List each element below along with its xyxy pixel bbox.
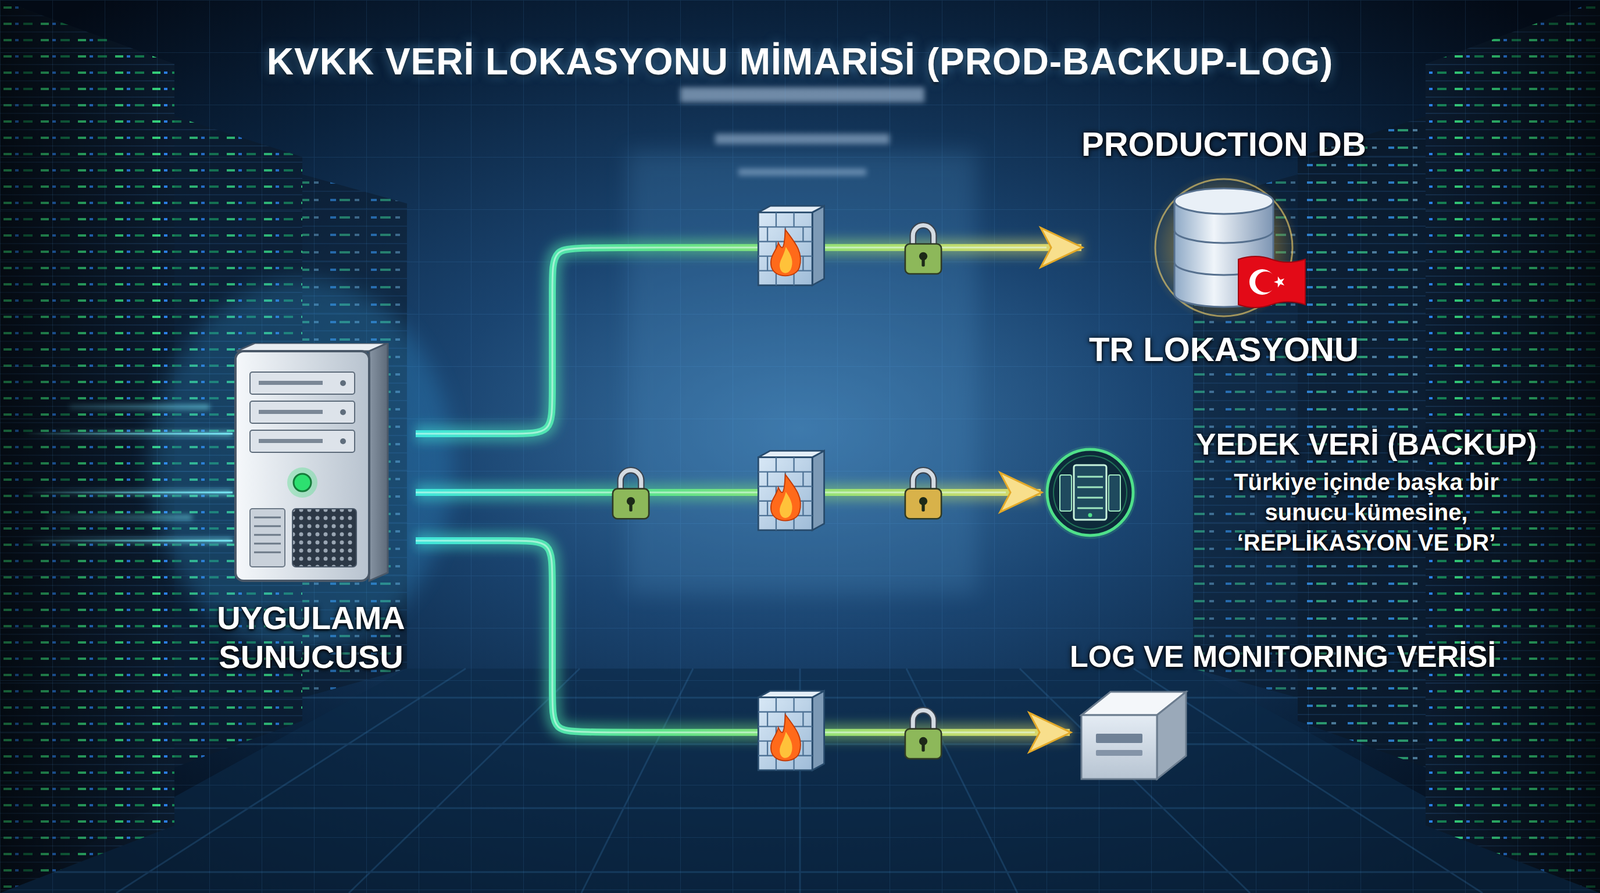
backup-cluster-icon-shape xyxy=(1043,445,1137,539)
connector-glow-layer xyxy=(415,247,1082,733)
backup-node: YEDEK VERİ (BACKUP)Türkiye içinde başka … xyxy=(1040,427,1570,558)
data-flow-arrow xyxy=(415,247,1082,434)
lock-icon xyxy=(905,470,942,520)
server-label: UYGULAMA SUNUCUSU xyxy=(206,598,416,677)
log-storage-icon xyxy=(1069,680,1192,785)
light-streaks xyxy=(23,406,233,541)
server-glow xyxy=(151,279,454,652)
lock-icon xyxy=(905,710,942,760)
connector-highlight-layer xyxy=(415,247,1047,733)
firewall-icon xyxy=(758,690,824,771)
node-description: Türkiye içinde başka bir sunucu kümesine… xyxy=(1203,466,1530,558)
connector-glow xyxy=(415,247,1082,434)
node-heading: LOG VE MONITORING VERİSİ xyxy=(1069,639,1496,675)
connector-glow xyxy=(415,483,1041,502)
node-heading: YEDEK VERİ (BACKUP) xyxy=(1195,427,1538,463)
connector-main-layer xyxy=(415,247,1082,733)
backup-cluster-icon xyxy=(1040,443,1140,542)
text-column: YEDEK VERİ (BACKUP)Türkiye içinde başka … xyxy=(1162,427,1570,558)
server-tower-icon-shape xyxy=(235,343,388,581)
data-flow-arrow xyxy=(415,540,1070,733)
firewall-icon xyxy=(758,450,824,531)
connector-glow xyxy=(415,540,1070,733)
log-storage-icon-shape xyxy=(1081,691,1187,780)
lock-icon xyxy=(612,470,649,520)
data-flow-arrow xyxy=(415,488,1041,496)
connector-highlight xyxy=(415,247,1047,434)
location-label: TR LOKASYONU xyxy=(1088,330,1359,370)
database-icon-shape xyxy=(1148,172,1306,324)
production-db-node: PRODUCTION DB TR LOKASYONU xyxy=(1081,125,1367,369)
light-streaks xyxy=(23,433,233,541)
lock-icon xyxy=(905,225,942,274)
node-heading: PRODUCTION DB xyxy=(1081,125,1367,164)
firewall-icon xyxy=(758,205,824,286)
connector-highlight xyxy=(415,540,1035,733)
diagram-title: KVKK VERİ LOKASYONU MİMARİSİ (PROD-BACKU… xyxy=(0,40,1600,84)
server-tower-icon xyxy=(223,343,399,588)
app-server-node: UYGULAMA SUNUCUSU xyxy=(206,343,416,677)
database-icon xyxy=(1136,172,1312,324)
log-node: LOG VE MONITORING VERİSİ xyxy=(1069,639,1496,785)
